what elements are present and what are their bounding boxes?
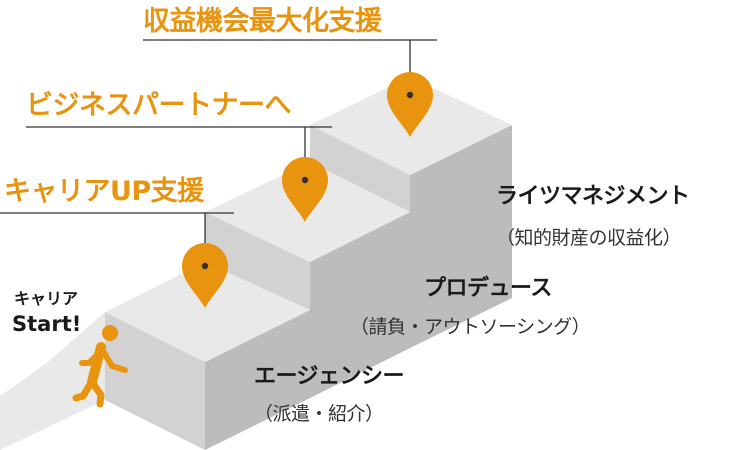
start-label-career: キャリア — [14, 289, 79, 308]
goal-label-2: ビジネスパートナーへ — [26, 90, 292, 121]
step-1-subtitle: （派遣・紹介） — [254, 403, 384, 425]
location-pin-icon — [387, 72, 433, 137]
walking-person-icon — [72, 325, 128, 408]
step-2-title: プロデュース — [424, 276, 552, 301]
floor — [0, 312, 105, 450]
location-pin-icon — [282, 157, 328, 222]
step-1-side — [205, 310, 310, 450]
step-2-side — [310, 212, 410, 398]
step-2-subtitle: （請負・アウトソーシング） — [350, 316, 591, 338]
start-label: Start! — [12, 312, 82, 336]
location-pin-icon — [182, 243, 228, 308]
step-2-front — [205, 212, 310, 310]
step-3-title: ライツマネジメント — [496, 184, 690, 209]
goal-label-1: キャリアUP支援 — [4, 176, 204, 207]
goal-label-3: 収益機会最大化支援 — [143, 6, 382, 37]
step-3-subtitle: （知的財産の収益化） — [496, 227, 682, 249]
step-1-front — [105, 312, 205, 450]
step-3-front — [310, 125, 410, 212]
step-1-top — [105, 262, 310, 362]
step-3-side — [410, 125, 512, 348]
step-1-title: エージェンシー — [254, 364, 405, 389]
